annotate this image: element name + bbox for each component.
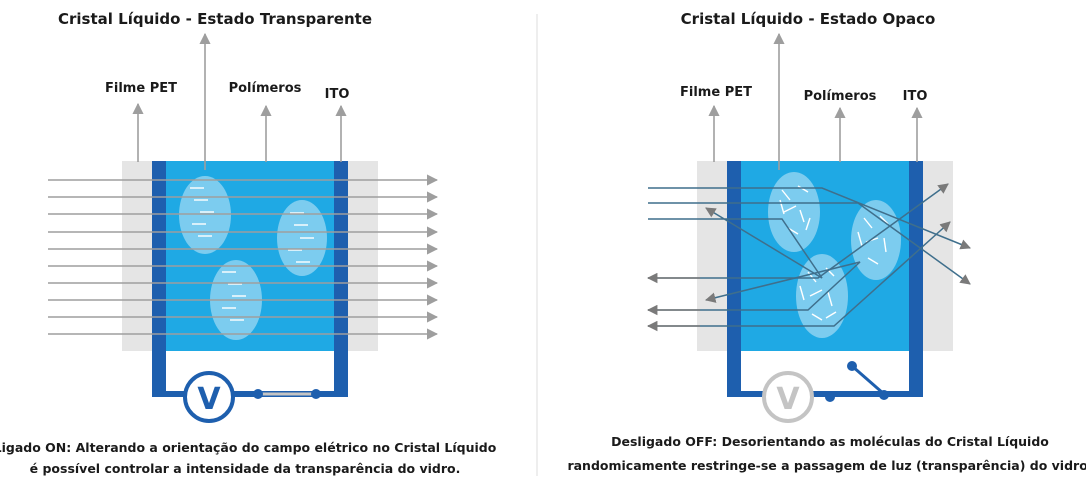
label-pointers-left — [132, 32, 347, 170]
switch-contact-b-right — [879, 390, 889, 400]
switch-contact-a-right — [825, 392, 835, 402]
voltmeter-symbol-right: V — [776, 382, 800, 417]
ito-electrode-right-a — [727, 161, 741, 397]
light-rays-left — [48, 174, 439, 340]
switch-pivot-right — [847, 361, 857, 371]
switch-open-lever — [851, 364, 885, 396]
voltmeter-icon-left — [183, 371, 235, 423]
label-ito-left: ITO — [325, 87, 350, 102]
caption-right-line2: randomicamente restringe-se a passagem d… — [567, 458, 1086, 473]
label-pet-left: Filme PET — [105, 81, 177, 96]
switch-contact-b-left — [311, 389, 321, 399]
right-title: Cristal Líquido - Estado Opaco — [681, 10, 936, 28]
label-polymers-left: Polímeros — [229, 81, 302, 96]
left-panel: Cristal Líquido - Estado Transparente — [0, 10, 497, 476]
scattered-ray-arrowheads-left — [646, 272, 700, 332]
caption-left-line1: Ligado ON: Alterando a orientação do cam… — [0, 440, 497, 455]
caption-left-line2: é possível controlar a intensidade da tr… — [30, 461, 461, 476]
ito-electrode-right-b — [909, 161, 923, 397]
circuit-wire-right — [727, 391, 923, 397]
ito-electrode-left-b — [334, 161, 348, 397]
voltmeter-icon-right — [762, 371, 814, 423]
label-pointers-right — [708, 32, 923, 170]
label-ito-right: ITO — [903, 89, 928, 104]
left-title: Cristal Líquido - Estado Transparente — [58, 10, 372, 28]
voltmeter-symbol-left: V — [197, 382, 221, 417]
switch-contact-a-left — [253, 389, 263, 399]
label-polymers-right: Polímeros — [804, 89, 877, 104]
caption-right-line1: Desligado OFF: Desorientando as molécula… — [611, 434, 1049, 449]
label-pet-right: Filme PET — [680, 85, 752, 100]
ito-electrode-left-a — [152, 161, 166, 397]
right-panel: Cristal Líquido - Estado Opaco — [567, 10, 1086, 473]
scattered-rays-right — [648, 183, 971, 327]
circuit-wire-left — [152, 391, 348, 397]
